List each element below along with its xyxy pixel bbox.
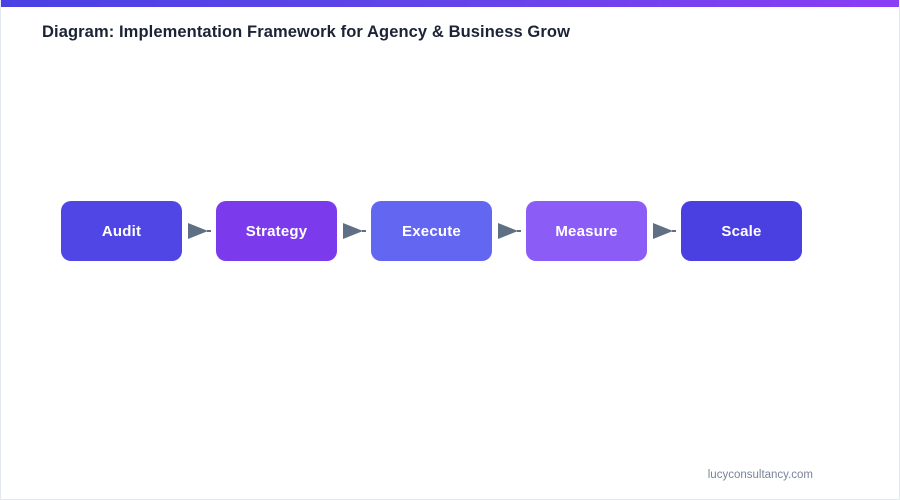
flow-node-label: Scale bbox=[721, 222, 762, 240]
flow-node-label: Measure bbox=[555, 222, 618, 240]
top-accent-bar bbox=[1, 0, 899, 7]
flow-node-measure[interactable]: Measure bbox=[526, 201, 647, 261]
flow-node-label: Audit bbox=[101, 222, 142, 240]
page-title: Diagram: Implementation Framework for Ag… bbox=[42, 23, 571, 41]
flow-node-label: Execute bbox=[402, 222, 461, 240]
flow-node-execute[interactable]: Execute bbox=[371, 201, 492, 261]
arrow-right-icon bbox=[647, 201, 681, 261]
process-flow-diagram: Audit Strategy Execute bbox=[61, 201, 802, 261]
arrow-right-icon bbox=[492, 201, 526, 261]
flow-node-scale[interactable]: Scale bbox=[681, 201, 802, 261]
footer-website-link[interactable]: lucyconsultancy.com bbox=[707, 469, 813, 481]
flow-node-label: Strategy bbox=[245, 222, 308, 240]
arrow-right-icon bbox=[182, 201, 216, 261]
arrow-right-icon bbox=[337, 201, 371, 261]
flow-node-strategy[interactable]: Strategy bbox=[216, 201, 337, 261]
flow-node-audit[interactable]: Audit bbox=[61, 201, 182, 261]
